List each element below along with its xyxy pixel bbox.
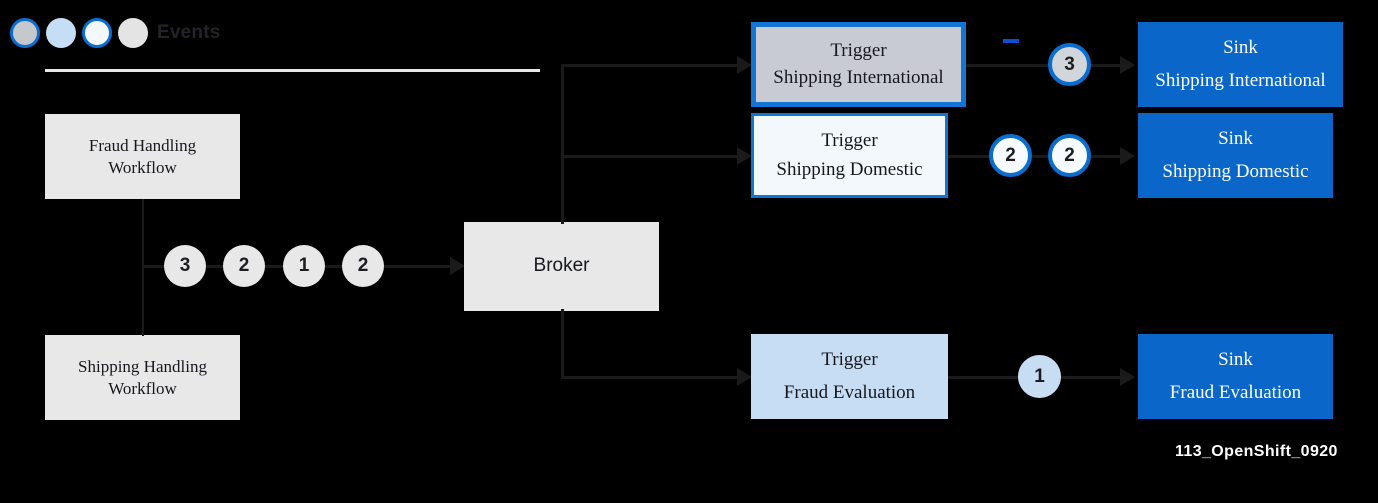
fraud-workflow-line1: Fraud Handling xyxy=(88,135,197,155)
trigger-fraud-arrow-head-icon xyxy=(737,368,752,386)
sink-international-line1: Sink xyxy=(1223,37,1258,59)
trigger-domestic-arrow-head-icon xyxy=(737,147,752,165)
egress-token-domestic-1: 2 xyxy=(1048,134,1091,177)
event-dot-white-outlined-icon xyxy=(82,18,112,48)
broker-box[interactable]: Broker xyxy=(464,222,659,311)
sink-domestic-line1: Sink xyxy=(1218,128,1253,150)
ingress-token-0: 3 xyxy=(164,245,206,287)
events-legend-label: Events xyxy=(157,22,221,43)
ingress-arrow-head-icon xyxy=(450,257,465,275)
shipping-workflow-line2: Workflow xyxy=(108,378,177,398)
sink-international-arrow-head-icon xyxy=(1120,56,1135,74)
trigger-fraud-line1: Trigger xyxy=(821,349,878,371)
trigger-international-line2: Shipping International xyxy=(773,67,944,89)
header-divider xyxy=(45,69,540,72)
sink-domestic-arrow-head-icon xyxy=(1120,147,1135,165)
event-dot-light-blue-icon xyxy=(46,18,76,48)
shipping-handling-workflow-box[interactable]: Shipping Handling Workflow xyxy=(45,335,240,420)
trigger-domestic-line1: Trigger xyxy=(821,129,878,151)
egress-token-domestic-0: 2 xyxy=(989,134,1032,177)
broker-downward-trunk xyxy=(561,309,564,379)
broker-label: Broker xyxy=(533,255,590,277)
sink-fraud-line2: Fraud Evaluation xyxy=(1169,381,1302,403)
broker-upward-trunk xyxy=(561,64,564,224)
trigger-shipping-domestic-box[interactable]: Trigger Shipping Domestic xyxy=(751,113,948,198)
trigger-fraud-line2: Fraud Evaluation xyxy=(783,381,916,403)
broker-to-trigger-domestic-line xyxy=(561,155,745,158)
sink-international-line2: Shipping International xyxy=(1155,69,1326,91)
broker-to-trigger-international-line xyxy=(561,64,745,67)
sink-fraud-evaluation-box[interactable]: Sink Fraud Evaluation xyxy=(1138,334,1333,419)
sink-shipping-international-box[interactable]: Sink Shipping International xyxy=(1138,22,1343,107)
trigger-international-arrow-head-icon xyxy=(737,56,752,74)
stray-blue-dash-marker xyxy=(1003,39,1019,43)
trigger-domestic-line2: Shipping Domestic xyxy=(776,159,923,181)
trigger-to-sink-domestic-line xyxy=(948,155,1126,158)
trigger-shipping-international-box[interactable]: Trigger Shipping International xyxy=(751,22,966,107)
fraud-workflow-line2: Workflow xyxy=(108,157,177,177)
sink-domestic-line2: Shipping Domestic xyxy=(1162,160,1309,182)
ingress-token-3: 2 xyxy=(342,245,384,287)
shipping-workflow-line1: Shipping Handling xyxy=(78,356,207,376)
trigger-to-sink-international-line xyxy=(966,64,1126,67)
ingress-token-2: 1 xyxy=(283,245,325,287)
event-dot-gray-icon xyxy=(118,18,148,48)
egress-token-fraud-0: 1 xyxy=(1018,355,1061,398)
event-dot-gray-outlined-icon xyxy=(10,18,40,48)
ingress-token-1: 2 xyxy=(223,245,265,287)
sink-fraud-line1: Sink xyxy=(1218,349,1253,371)
sink-fraud-arrow-head-icon xyxy=(1120,368,1135,386)
broker-to-trigger-fraud-line xyxy=(561,376,745,379)
sink-shipping-domestic-box[interactable]: Sink Shipping Domestic xyxy=(1138,113,1333,198)
trigger-international-line1: Trigger xyxy=(830,39,887,61)
egress-token-international-0: 3 xyxy=(1048,43,1091,86)
fraud-handling-workflow-box[interactable]: Fraud Handling Workflow xyxy=(45,114,240,199)
slide-identifier-label: 113_OpenShift_0920 xyxy=(1175,443,1338,460)
trigger-fraud-evaluation-box[interactable]: Trigger Fraud Evaluation xyxy=(751,334,948,419)
